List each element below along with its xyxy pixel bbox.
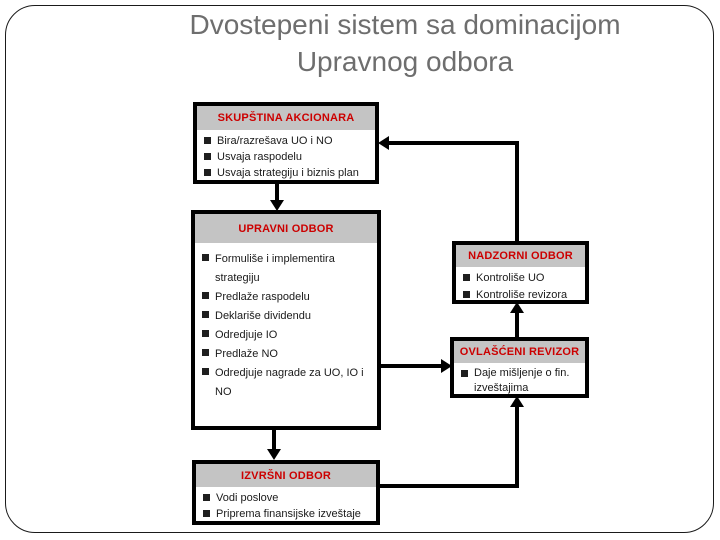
list-item: Predlaže NO xyxy=(200,345,374,364)
bullet-square-icon xyxy=(202,349,209,356)
list-item: Odredjuje nagrade za UO, IO i NO xyxy=(200,364,374,402)
list-item: Formuliše i implementira strategiju xyxy=(200,250,374,288)
list-item: Kontroliše revizora xyxy=(461,287,582,304)
bullet-square-icon xyxy=(463,274,470,281)
bullet-square-icon xyxy=(203,494,210,501)
box-skupstina-body: Bira/razrešava UO i NO Usvaja raspodelu … xyxy=(197,130,375,181)
list-item: Bira/razrešava UO i NO xyxy=(202,133,372,149)
box-izvrsni-odbor: IZVRŠNI ODBOR Vodi poslove Priprema fina… xyxy=(192,460,380,525)
bullet-square-icon xyxy=(202,330,209,337)
bullet-square-icon xyxy=(204,169,211,176)
bullet-square-icon xyxy=(204,137,211,144)
connector-upravni-to-revizor xyxy=(381,364,442,368)
arrow-up-icon xyxy=(510,396,524,407)
list-item: Daje mišljenje o fin. izveštajima xyxy=(459,366,582,396)
arrow-down-icon xyxy=(267,449,281,460)
connector-skupstina-to-upravni xyxy=(275,182,279,201)
page-title-line2: Upravnog odbora xyxy=(296,46,514,77)
connector-nadzorni-to-skupstina-horizontal xyxy=(387,141,519,145)
list-item: Predlaže raspodelu xyxy=(200,288,374,307)
box-ovlasceni-revizor: OVLAŠĆENI REVIZOR Daje mišljenje o fin. … xyxy=(450,337,589,398)
box-upravni-title: UPRAVNI ODBOR xyxy=(238,222,334,235)
list-item: Kontroliše UO xyxy=(461,270,582,287)
box-nadzorni-odbor: NADZORNI ODBOR Kontroliše UO Kontroliše … xyxy=(452,241,589,304)
bullet-square-icon xyxy=(202,311,209,318)
box-nadzorni-title: NADZORNI ODBOR xyxy=(468,250,573,262)
box-skupstina-header: SKUPŠTINA AKCIONARA xyxy=(197,106,375,130)
box-revizor-title: OVLAŠĆENI REVIZOR xyxy=(459,346,580,358)
box-nadzorni-header: NADZORNI ODBOR xyxy=(456,245,585,267)
connector-izvrsni-to-revizor-vertical xyxy=(515,406,519,488)
list-item: Usvaja raspodelu xyxy=(202,149,372,165)
arrow-right-icon xyxy=(441,359,452,373)
box-izvrsni-header: IZVRŠNI ODBOR xyxy=(196,464,376,487)
box-revizor-body: Daje mišljenje o fin. izveštajima xyxy=(454,363,585,396)
bullet-square-icon xyxy=(202,292,209,299)
arrow-up-icon xyxy=(510,302,524,313)
connector-izvrsni-to-revizor-horizontal xyxy=(379,484,519,488)
arrow-left-icon xyxy=(378,136,389,150)
list-item: Priprema finansijske izveštaje xyxy=(201,506,373,522)
box-izvrsni-title: IZVRŠNI ODBOR xyxy=(241,469,331,482)
bullet-square-icon xyxy=(203,510,210,517)
connector-nadzorni-to-skupstina-vertical xyxy=(515,141,519,242)
connector-upravni-to-izvrsni xyxy=(272,428,276,450)
bullet-square-icon xyxy=(463,291,470,298)
bullet-square-icon xyxy=(202,254,209,261)
bullet-square-icon xyxy=(202,368,209,375)
list-item: Odredjuje IO xyxy=(200,326,374,345)
box-nadzorni-body: Kontroliše UO Kontroliše revizora xyxy=(456,267,585,304)
box-skupstina-akcionara: SKUPŠTINA AKCIONARA Bira/razrešava UO i … xyxy=(193,102,379,184)
box-skupstina-title: SKUPŠTINA AKCIONARA xyxy=(217,112,355,124)
list-item: Deklariše dividendu xyxy=(200,307,374,326)
page-title-line1: Dvostepeni sistem sa dominacijom xyxy=(189,9,621,40)
box-upravni-header: UPRAVNI ODBOR xyxy=(195,214,377,243)
box-upravni-odbor: UPRAVNI ODBOR Formuliše i implementira s… xyxy=(191,210,381,430)
box-revizor-header: OVLAŠĆENI REVIZOR xyxy=(454,341,585,363)
bullet-square-icon xyxy=(461,370,468,377)
box-upravni-body: Formuliše i implementira strategiju Pred… xyxy=(195,243,377,402)
bullet-square-icon xyxy=(204,153,211,160)
list-item: Vodi poslove xyxy=(201,490,373,506)
box-izvrsni-body: Vodi poslove Priprema finansijske izvešt… xyxy=(196,487,376,522)
connector-revizor-to-nadzorni xyxy=(515,312,519,338)
arrow-down-icon xyxy=(270,200,284,211)
list-item: Usvaja strategiju i biznis plan xyxy=(202,165,372,181)
page-title: Dvostepeni sistem sa dominacijom Upravno… xyxy=(90,6,720,80)
